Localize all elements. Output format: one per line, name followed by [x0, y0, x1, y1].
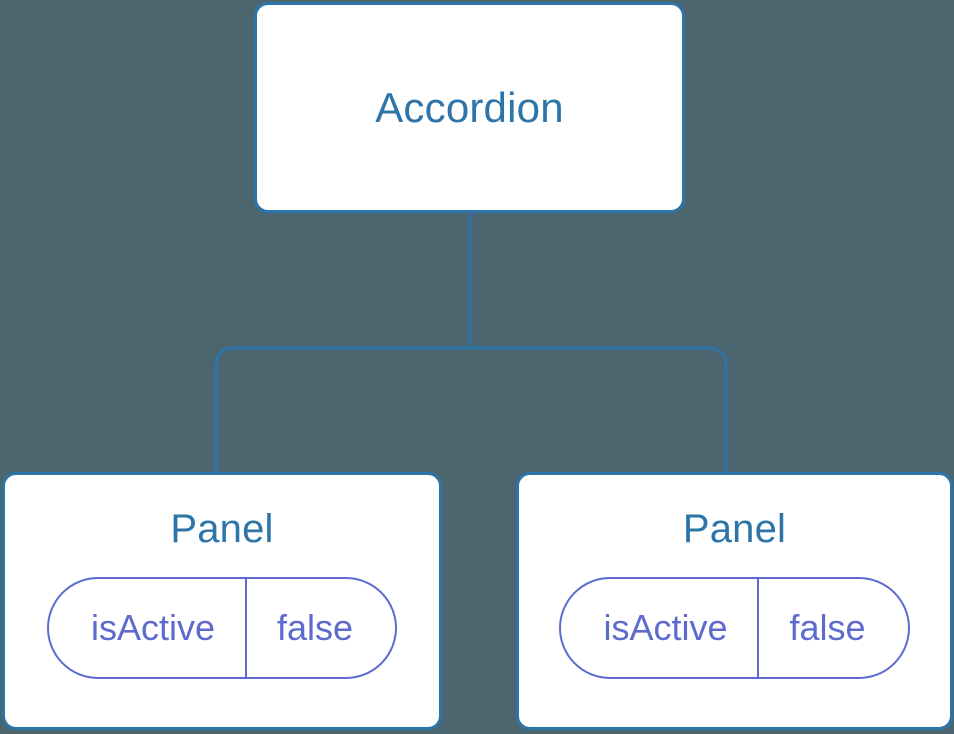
node-panel-left[interactable]: Panel isActive false: [2, 472, 442, 730]
node-accordion[interactable]: Accordion: [254, 2, 685, 213]
node-panel-right-title: Panel: [682, 507, 787, 551]
state-key-isactive-left: isActive: [90, 607, 215, 648]
node-panel-right[interactable]: Panel isActive false: [516, 472, 953, 730]
edge-to-panel-right: [470, 346, 728, 474]
node-panel-left-title: Panel: [170, 507, 274, 551]
state-key-isactive-right: isActive: [603, 607, 728, 648]
state-value-isactive-right: false: [757, 579, 907, 677]
state-pill-panel-left[interactable]: isActive false: [46, 577, 398, 679]
node-accordion-title: Accordion: [375, 83, 564, 131]
edge-to-panel-left: [214, 346, 470, 474]
state-value-isactive-left: false: [244, 579, 395, 677]
state-pill-panel-right[interactable]: isActive false: [559, 577, 910, 679]
